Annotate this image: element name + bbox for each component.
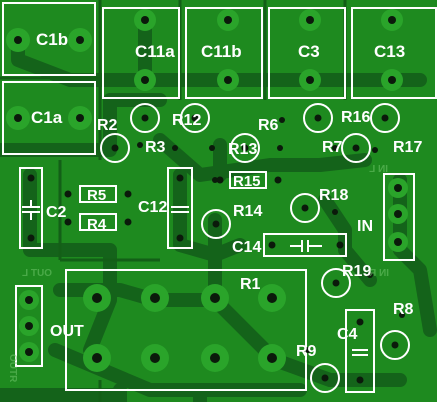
silkscreen-outlines (2, 2, 437, 393)
label-c11b: C11b (201, 42, 242, 61)
label-c1b: C1b (36, 30, 68, 49)
r16-outline (341, 133, 371, 163)
out-connector-outline (15, 285, 43, 367)
label-r7: R7 (322, 139, 343, 156)
label-c12: C12 (138, 199, 167, 216)
c14-outline (263, 233, 347, 257)
label-r4: R4 (87, 216, 107, 233)
r12-outline (180, 103, 210, 133)
label-r15: R15 (233, 173, 261, 190)
label-out-r-mirrored: OUTR (7, 354, 18, 383)
label-c1a: C1a (31, 108, 63, 127)
r4-outline (79, 213, 117, 231)
r14-outline (201, 209, 231, 239)
r9-outline (310, 363, 340, 393)
label-in-l-mirrored: IN L (369, 164, 388, 175)
label-r16: R16 (341, 109, 370, 126)
c1a-outline (2, 81, 96, 155)
c4-outline (345, 309, 375, 393)
label-r2: R2 (97, 117, 118, 134)
label-r19: R19 (342, 263, 371, 280)
label-r3: R3 (145, 139, 166, 156)
label-r8: R8 (393, 301, 414, 318)
r3-outline (100, 133, 130, 163)
labels: C1b C1a C11a C11b C3 C13 R2 R3 R12 R13 R… (7, 30, 422, 383)
label-r6: R6 (258, 117, 279, 134)
label-r12: R12 (172, 112, 201, 129)
c11b-outline (185, 7, 263, 99)
label-r1: R1 (240, 276, 261, 293)
label-r14: R14 (233, 203, 262, 220)
label-c14: C14 (232, 239, 261, 256)
label-out: OUT (50, 323, 84, 340)
label-c4: C4 (337, 326, 358, 343)
r15-outline (229, 171, 267, 189)
label-r5: R5 (87, 187, 106, 204)
c12-outline (167, 167, 193, 249)
label-c13: C13 (374, 42, 405, 61)
r7-outline (303, 103, 333, 133)
r17-outline (370, 103, 400, 133)
label-c3: C3 (298, 42, 320, 61)
label-out-l-mirrored: OUT L (22, 268, 52, 279)
label-in: IN (357, 218, 373, 235)
r8-outline (380, 330, 410, 360)
label-c11a: C11a (135, 42, 175, 61)
label-r13: R13 (228, 141, 257, 158)
r18-outline (290, 193, 320, 223)
label-r17: R17 (393, 139, 422, 156)
r1-outline (65, 269, 307, 391)
r5-outline (79, 185, 117, 203)
c3-outline (268, 7, 346, 99)
label-r18: R18 (319, 187, 348, 204)
c11a-outline (102, 7, 180, 99)
label-in-r-mirrored: IN R (368, 268, 389, 279)
c1b-outline (2, 2, 96, 76)
label-c2: C2 (46, 204, 67, 221)
r19-outline (321, 268, 351, 298)
cap-symbols (22, 200, 368, 356)
label-r9: R9 (296, 343, 317, 360)
c2-outline (19, 167, 43, 249)
in-connector-outline (383, 173, 415, 261)
c13-outline (351, 7, 437, 99)
r13-outline (230, 133, 260, 163)
pads (6, 9, 408, 384)
r2-outline (130, 103, 160, 133)
